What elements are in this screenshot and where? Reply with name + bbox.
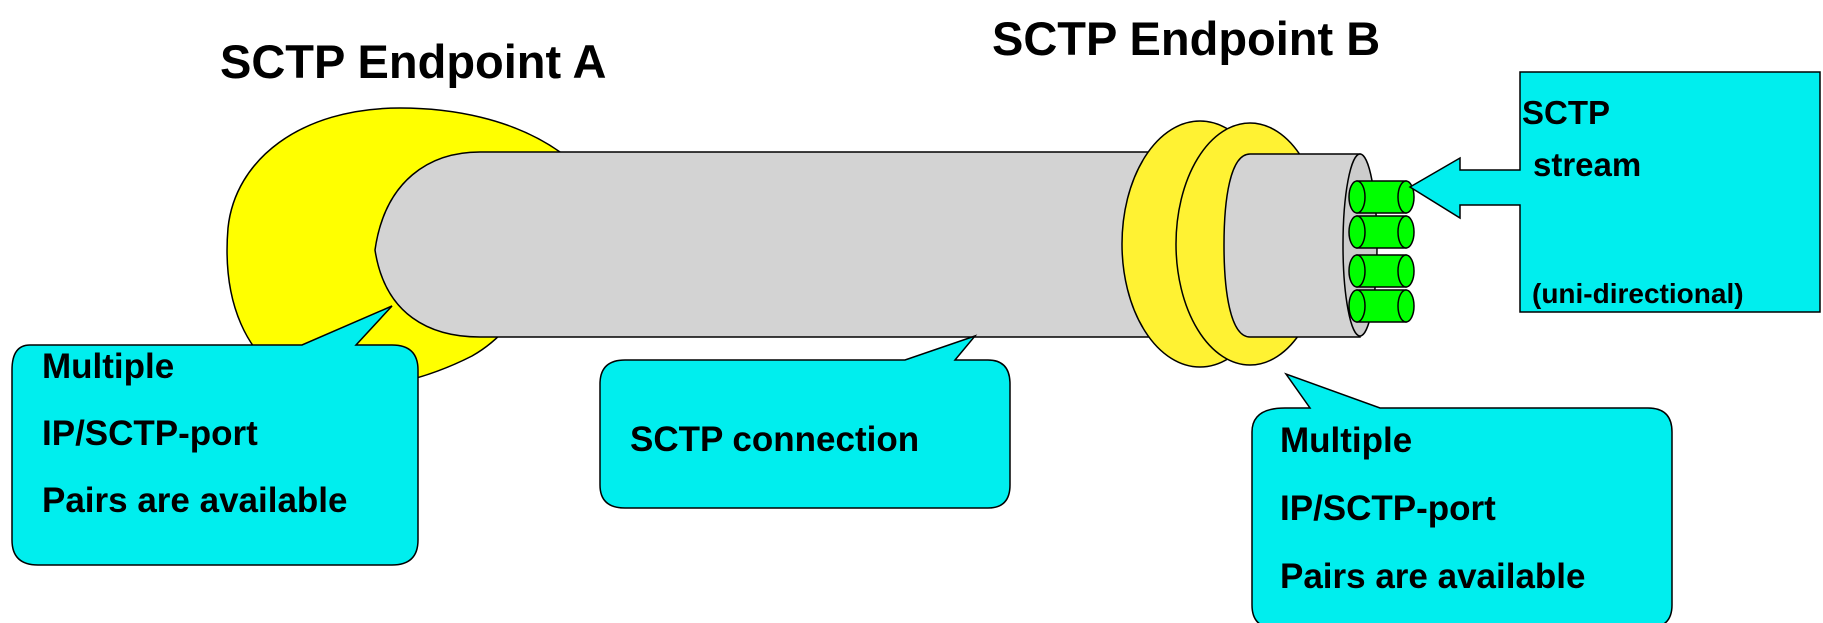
endpoint-b-callout-line2: IP/SCTP-port [1280,489,1496,528]
stream-callout [1408,71,1821,313]
connection-callout-label: SCTP connection [630,420,919,459]
endpoint-a-title: SCTP Endpoint A [220,35,606,88]
endpoint-a-callout-line2: IP/SCTP-port [42,414,258,453]
connection-callout [599,334,1011,509]
stream-cylinder-1 [1348,180,1415,214]
stream-callout-line2: stream [1533,146,1641,183]
pipe-end-tube [1223,153,1361,338]
endpoint-b-callout-line1: Multiple [1280,421,1412,460]
stream-cylinder-2 [1348,215,1415,249]
endpoint-b-callout [1251,372,1673,623]
endpoint-b-title: SCTP Endpoint B [992,12,1380,65]
sctp-connection-pipe [374,151,1166,338]
endpoint-a-callout-line1: Multiple [42,347,174,386]
endpoint-b-callout-line3: Pairs are available [1280,557,1586,596]
endpoint-a-callout-line3: Pairs are available [42,481,348,520]
endpoint-a-callout [11,305,419,566]
stream-callout-line1: SCTP [1522,94,1610,131]
stream-cylinder-4 [1348,289,1415,323]
stream-callout-line3: (uni-directional) [1532,278,1744,309]
stream-cylinder-3 [1348,254,1415,288]
